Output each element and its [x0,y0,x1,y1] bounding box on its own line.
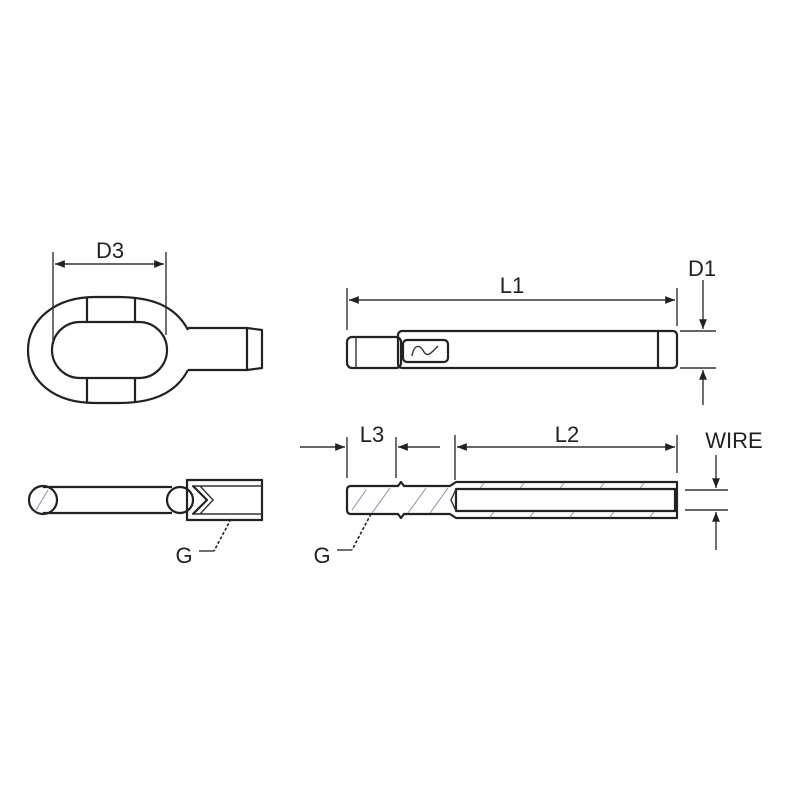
fitting-side-view [345,329,679,370]
label-g-left: G [175,543,192,568]
label-l2: L2 [555,422,579,447]
dimension-d1: D1 [680,256,716,405]
dimension-l1: L1 [346,273,678,330]
label-d1: D1 [688,256,716,281]
dimension-l2: L2 [454,422,678,480]
label-wire: WIRE [705,428,762,453]
dimension-l3: L3 [300,422,440,478]
label-l3: L3 [360,422,384,447]
logo-mark [411,345,439,357]
label-l1: L1 [500,273,524,298]
label-d3: D3 [96,238,124,263]
label-g-right: G [313,543,330,568]
fitting-section-view: G [313,480,679,568]
eye-side-view: G [27,478,264,568]
dimension-wire: WIRE [685,428,763,550]
eye-top-view [26,295,264,405]
dimension-d3: D3 [52,238,167,340]
